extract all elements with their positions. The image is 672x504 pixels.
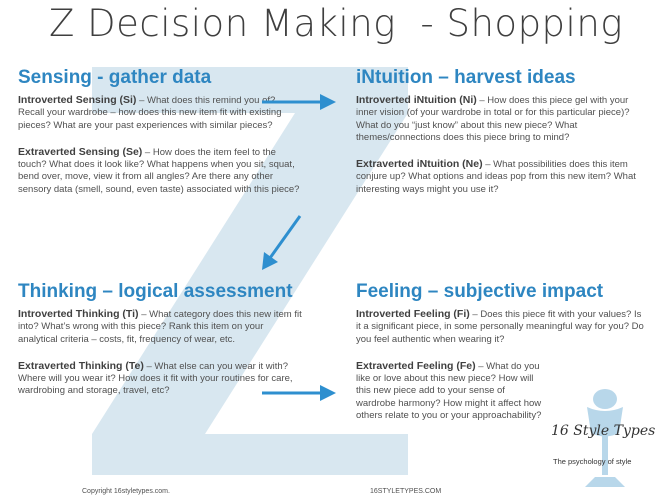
- ne-text: – What possibilities does this item conj…: [356, 159, 636, 195]
- logo-name: 16 Style Types: [551, 423, 656, 439]
- arrow-diagonal-icon: [262, 215, 302, 270]
- te-label: Extraverted Thinking (Te): [18, 359, 144, 372]
- si-text: – What does this remind you of? Recall y…: [18, 95, 282, 131]
- ni-text: – How does this piece gel with your inne…: [356, 95, 630, 143]
- fi-text: – Does this piece fit with your values? …: [356, 309, 644, 345]
- sensing-heading: Sensing - gather data: [18, 67, 212, 88]
- fe-paragraph: Extraverted Feeling (Fe) – What do you l…: [356, 360, 546, 422]
- thinking-section: Thinking – logical assessment Introverte…: [18, 281, 303, 409]
- si-label: Introverted Sensing (Si): [18, 94, 137, 106]
- ti-label: Introverted Thinking (Ti): [18, 308, 139, 320]
- si-paragraph: Introverted Sensing (Si) – What does thi…: [18, 94, 303, 132]
- fe-label: Extraverted Feeling (Fe): [356, 359, 476, 372]
- dress-form-logo-icon: [585, 389, 625, 487]
- footer-copyright: Copyright 16styletypes.com.: [82, 488, 170, 495]
- ne-paragraph: Extraverted iNtuition (Ne) – What possib…: [356, 158, 646, 196]
- se-label: Extraverted Sensing (Se): [18, 145, 143, 158]
- ti-paragraph: Introverted Thinking (Ti) – What categor…: [18, 308, 303, 346]
- feeling-section: Feeling – subjective impact Introverted …: [356, 281, 646, 433]
- page-title: Z Decision Making - Shopping: [49, 2, 623, 45]
- intuition-heading: iNtuition – harvest ideas: [356, 67, 576, 88]
- logo-tagline: The psychology of style: [553, 457, 632, 466]
- ni-paragraph: Introverted iNtuition (Ni) – How does th…: [356, 94, 646, 144]
- thinking-heading: Thinking – logical assessment: [18, 281, 293, 302]
- arrow-right-bottom-icon: [262, 385, 336, 401]
- fi-label: Introverted Feeling (Fi): [356, 308, 470, 320]
- footer-site: 16STYLETYPES.COM: [370, 488, 442, 495]
- fi-paragraph: Introverted Feeling (Fi) – Does this pie…: [356, 308, 646, 346]
- se-paragraph: Extraverted Sensing (Se) – How does the …: [18, 146, 303, 196]
- feeling-heading: Feeling – subjective impact: [356, 281, 604, 302]
- sensing-section: Sensing - gather data Introverted Sensin…: [18, 67, 303, 207]
- te-paragraph: Extraverted Thinking (Te) – What else ca…: [18, 360, 303, 398]
- ni-label: Introverted iNtuition (Ni): [356, 94, 477, 106]
- fe-text: – What do you like or love about this ne…: [356, 360, 542, 422]
- arrow-right-top-icon: [262, 94, 336, 110]
- ne-label: Extraverted iNtuition (Ne): [356, 158, 483, 171]
- ti-text: – What category does this new item fit i…: [18, 309, 302, 345]
- te-text: – What else can you wear it with? Where …: [18, 360, 293, 397]
- se-text: – How does the item feel to the touch? W…: [18, 146, 300, 195]
- intuition-section: iNtuition – harvest ideas Introverted iN…: [356, 67, 646, 207]
